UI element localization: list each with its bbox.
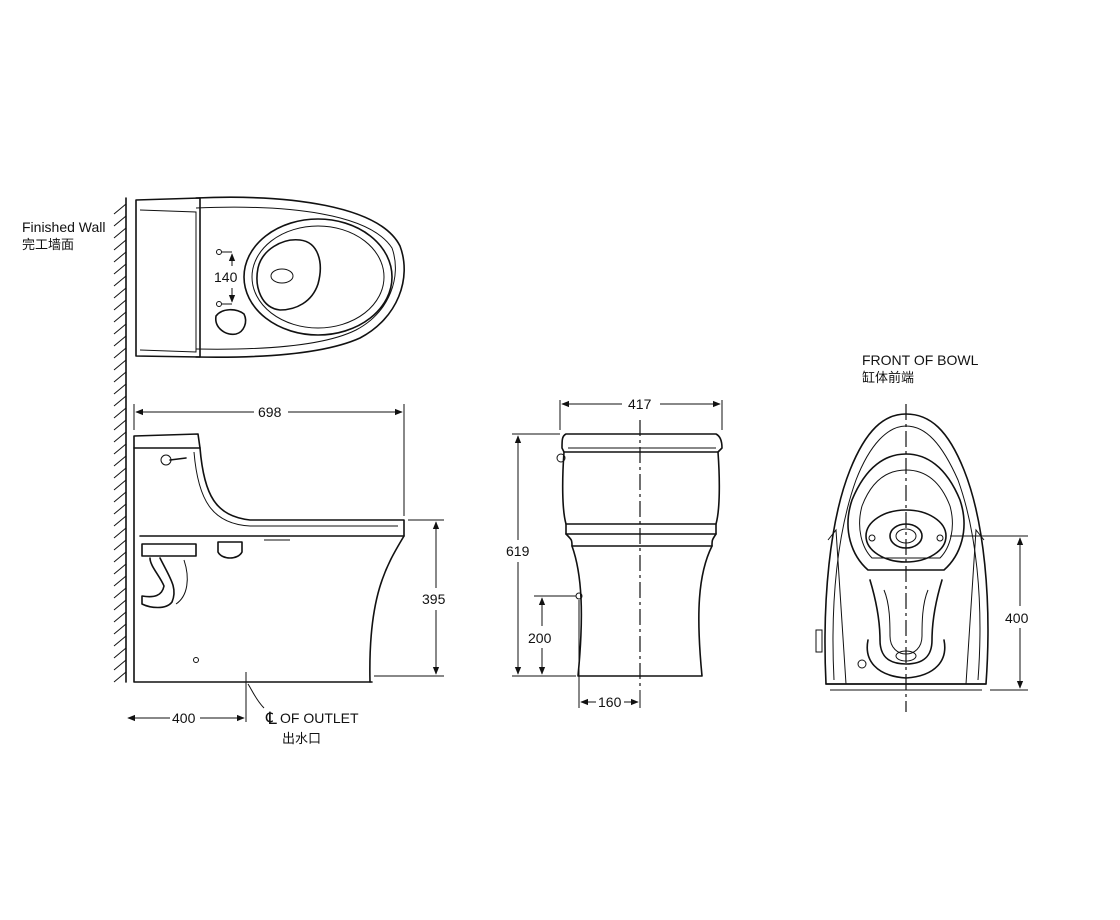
- wall-hatch-line: [113, 275, 127, 287]
- front-view: [556, 420, 723, 690]
- dim-overall-width: [559, 400, 723, 430]
- wall-hatch-line: [113, 419, 127, 431]
- outlet-centerline-symbol: ℄: [265, 709, 277, 728]
- bowl-rim-height-dim: 395: [422, 591, 446, 607]
- wall-hatch-line: [113, 539, 127, 551]
- overall-length-dim: 698: [258, 404, 282, 420]
- outlet-label-cn: 出水口: [282, 731, 321, 746]
- dim-supply-offset: [578, 600, 641, 708]
- wall-hatch-line: [113, 263, 127, 275]
- dim-overall-length: [133, 404, 405, 516]
- bowl-front-view: [815, 404, 989, 712]
- wall-hatch-line: [113, 551, 127, 563]
- wall-hatch-line: [113, 407, 127, 419]
- wall-hatch-line: [113, 299, 127, 311]
- wall-hatch-line: [113, 563, 127, 575]
- wall-hatch-line: [113, 491, 127, 503]
- wall-hatch-line: [113, 287, 127, 299]
- finished-wall: [113, 197, 127, 683]
- wall-hatch-line: [113, 467, 127, 479]
- wall-hatch-line: [113, 503, 127, 515]
- wall-hatch-line: [113, 323, 127, 335]
- wall-hatch-line: [113, 227, 127, 239]
- wall-hatch-line: [113, 623, 127, 635]
- wall-hatch-line: [113, 215, 127, 227]
- wall-hatch-line: [113, 359, 127, 371]
- wall-hatch-line: [113, 251, 127, 263]
- seat-hole-spacing-dim: 140: [214, 269, 238, 285]
- side-view: [133, 433, 405, 722]
- supply-offset-dim: 160: [598, 694, 622, 710]
- wall-hatch-line: [113, 599, 127, 611]
- wall-hatch-line: [113, 203, 127, 215]
- supply-height-dim: 200: [528, 630, 552, 646]
- finished-wall-label-cn: 完工墙面: [22, 237, 74, 252]
- dim-bowl-rim-height: [374, 519, 444, 677]
- front-of-bowl-label-cn: 缸体前端: [862, 370, 914, 385]
- wall-hatch-line: [113, 659, 127, 671]
- finished-wall-label: Finished Wall: [22, 219, 106, 235]
- dim-overall-height: [512, 433, 576, 677]
- wall-hatch-line: [113, 587, 127, 599]
- wall-hatch-line: [113, 335, 127, 347]
- wall-hatch-line: [113, 443, 127, 455]
- wall-hatch-line: [113, 455, 127, 467]
- wall-hatch-line: [113, 479, 127, 491]
- overall-width-dim: 417: [628, 396, 652, 412]
- wall-hatch-line: [113, 647, 127, 659]
- front-rim-height-dim: 400: [1005, 610, 1029, 626]
- wall-hatch-line: [113, 431, 127, 443]
- wall-hatch-line: [113, 239, 127, 251]
- outlet-label: OF OUTLET: [280, 710, 359, 726]
- overall-height-dim: 619: [506, 543, 530, 559]
- wall-hatching: [113, 203, 127, 683]
- top-view: [135, 196, 405, 359]
- wall-hatch-line: [113, 611, 127, 623]
- wall-hatch-line: [113, 515, 127, 527]
- front-of-bowl-label: FRONT OF BOWL: [862, 352, 979, 368]
- wall-hatch-line: [113, 395, 127, 407]
- wall-hatch-line: [113, 311, 127, 323]
- dim-front-rim-height: [950, 535, 1028, 691]
- wall-hatch-line: [113, 371, 127, 383]
- wall-hatch-line: [113, 347, 127, 359]
- wall-hatch-line: [113, 383, 127, 395]
- dim-supply-height: [534, 595, 576, 675]
- wall-hatch-line: [113, 671, 127, 683]
- wall-hatch-line: [113, 527, 127, 539]
- wall-hatch-line: [113, 575, 127, 587]
- wall-hatch-line: [113, 635, 127, 647]
- rough-in-dim: 400: [172, 710, 196, 726]
